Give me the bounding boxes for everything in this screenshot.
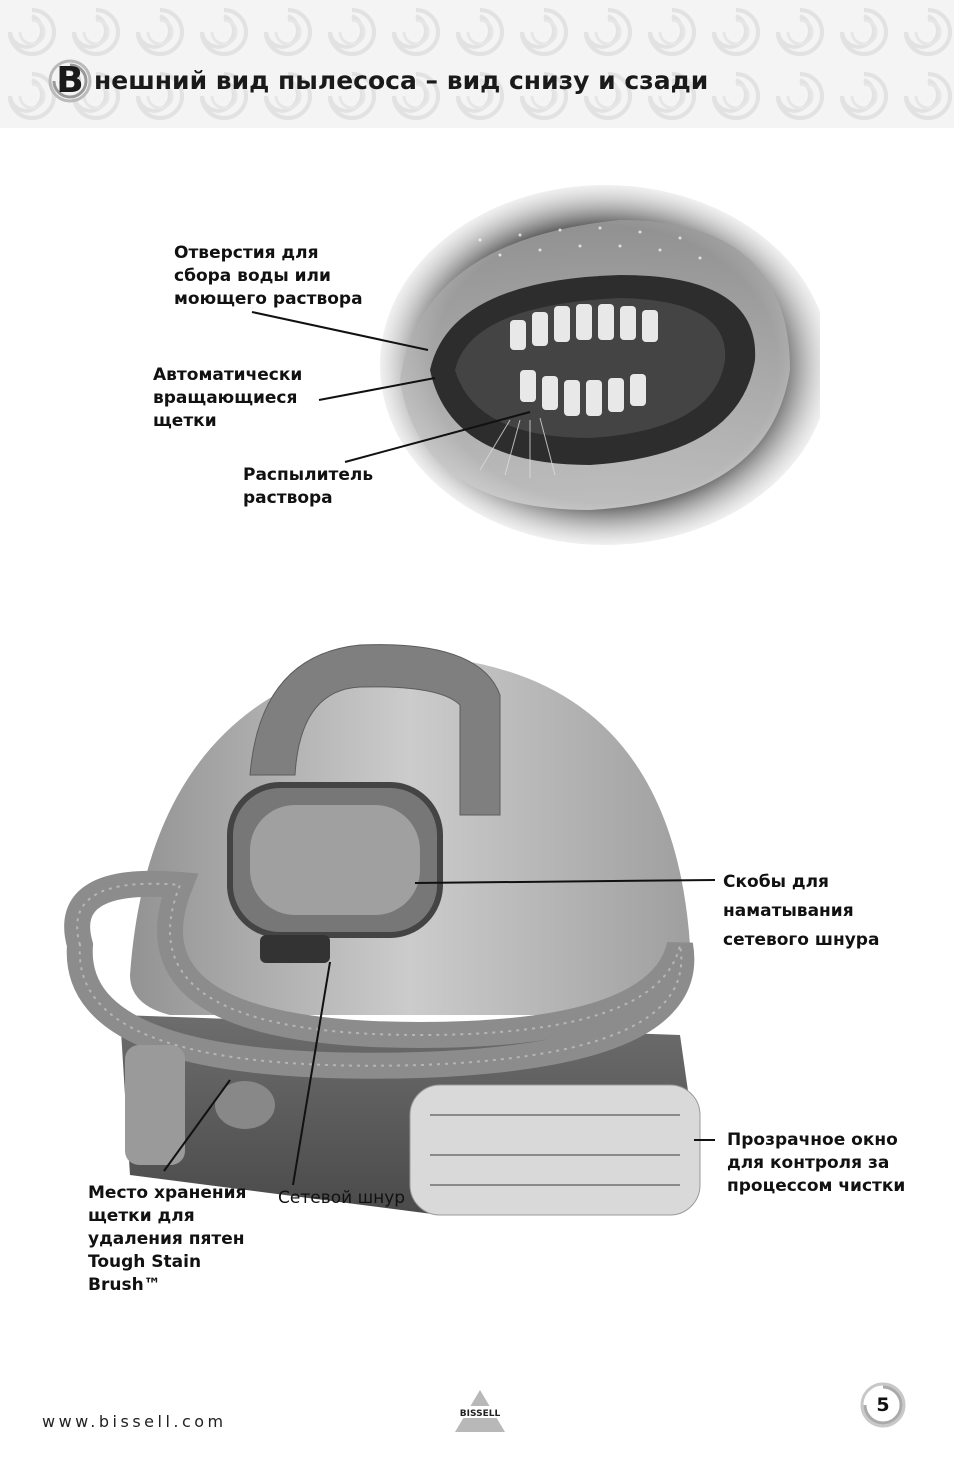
bissell-logo: BISSELL (451, 1390, 509, 1432)
rotating-brushes-line: вращающиеся (153, 388, 298, 408)
rotating-brushes-label: Автоматически вращающиеся щетки (153, 364, 302, 433)
cord-hooks-line: сетевого шнура (723, 930, 880, 950)
page-number: 5 (876, 1394, 890, 1416)
cord-hooks-line: Скобы для (723, 872, 829, 892)
page-title: В нешний вид пылесоса – вид снизу и сзад… (48, 56, 708, 106)
page-number-badge: 5 (860, 1382, 906, 1428)
sprayer-label: Распылитель раствора (243, 464, 373, 510)
title-initial-badge: В (48, 59, 92, 103)
cord-hooks-label: Скобы для наматывания сетевого шнура (723, 868, 879, 955)
suction-holes-line: Отверстия для (174, 243, 319, 263)
brush-storage-line: удаления пятен (88, 1229, 245, 1249)
sprayer-line: Распылитель (243, 465, 374, 485)
brush-storage-label: Место хранения щетки для удаления пятен … (88, 1182, 246, 1297)
cord-hooks-line: наматывания (723, 901, 854, 921)
suction-holes-line: моющего раствора (174, 289, 363, 309)
svg-text:BISSELL: BISSELL (460, 1409, 501, 1419)
clear-window-line: Прозрачное окно (727, 1130, 898, 1150)
title-text: нешний вид пылесоса – вид снизу и сзади (94, 66, 709, 95)
vacuum-rear-view-illustration (64, 644, 701, 1216)
header-pattern-band (0, 0, 954, 128)
brush-storage-line: Место хранения (88, 1183, 247, 1203)
brush-storage-line: щетки для (88, 1206, 195, 1226)
power-cord-label: Сетевой шнур (278, 1188, 406, 1208)
brush-storage-line: Brush™ (88, 1275, 161, 1295)
swirl-circle-icon (48, 59, 92, 103)
brush-storage-line: Tough Stain (88, 1252, 202, 1272)
suction-holes-label: Отверстия для сбора воды или моющего рас… (174, 242, 363, 311)
clear-window-line: процессом чистки (727, 1176, 906, 1196)
suction-holes-line: сбора воды или (174, 266, 331, 286)
title-initial-letter: В (56, 60, 84, 101)
rotating-brushes-line: щетки (153, 411, 217, 431)
sprayer-line: раствора (243, 488, 333, 508)
clear-window-line: для контроля за (727, 1153, 890, 1173)
vacuum-bottom-view-illustration (380, 185, 820, 545)
clear-window-label: Прозрачное окно для контроля за процессо… (727, 1129, 905, 1198)
footer-website-url: www.bissell.com (42, 1412, 227, 1431)
swirl-circle-icon (860, 1382, 906, 1428)
rotating-brushes-line: Автоматически (153, 365, 303, 385)
swirl-pattern-decoration (0, 0, 954, 128)
